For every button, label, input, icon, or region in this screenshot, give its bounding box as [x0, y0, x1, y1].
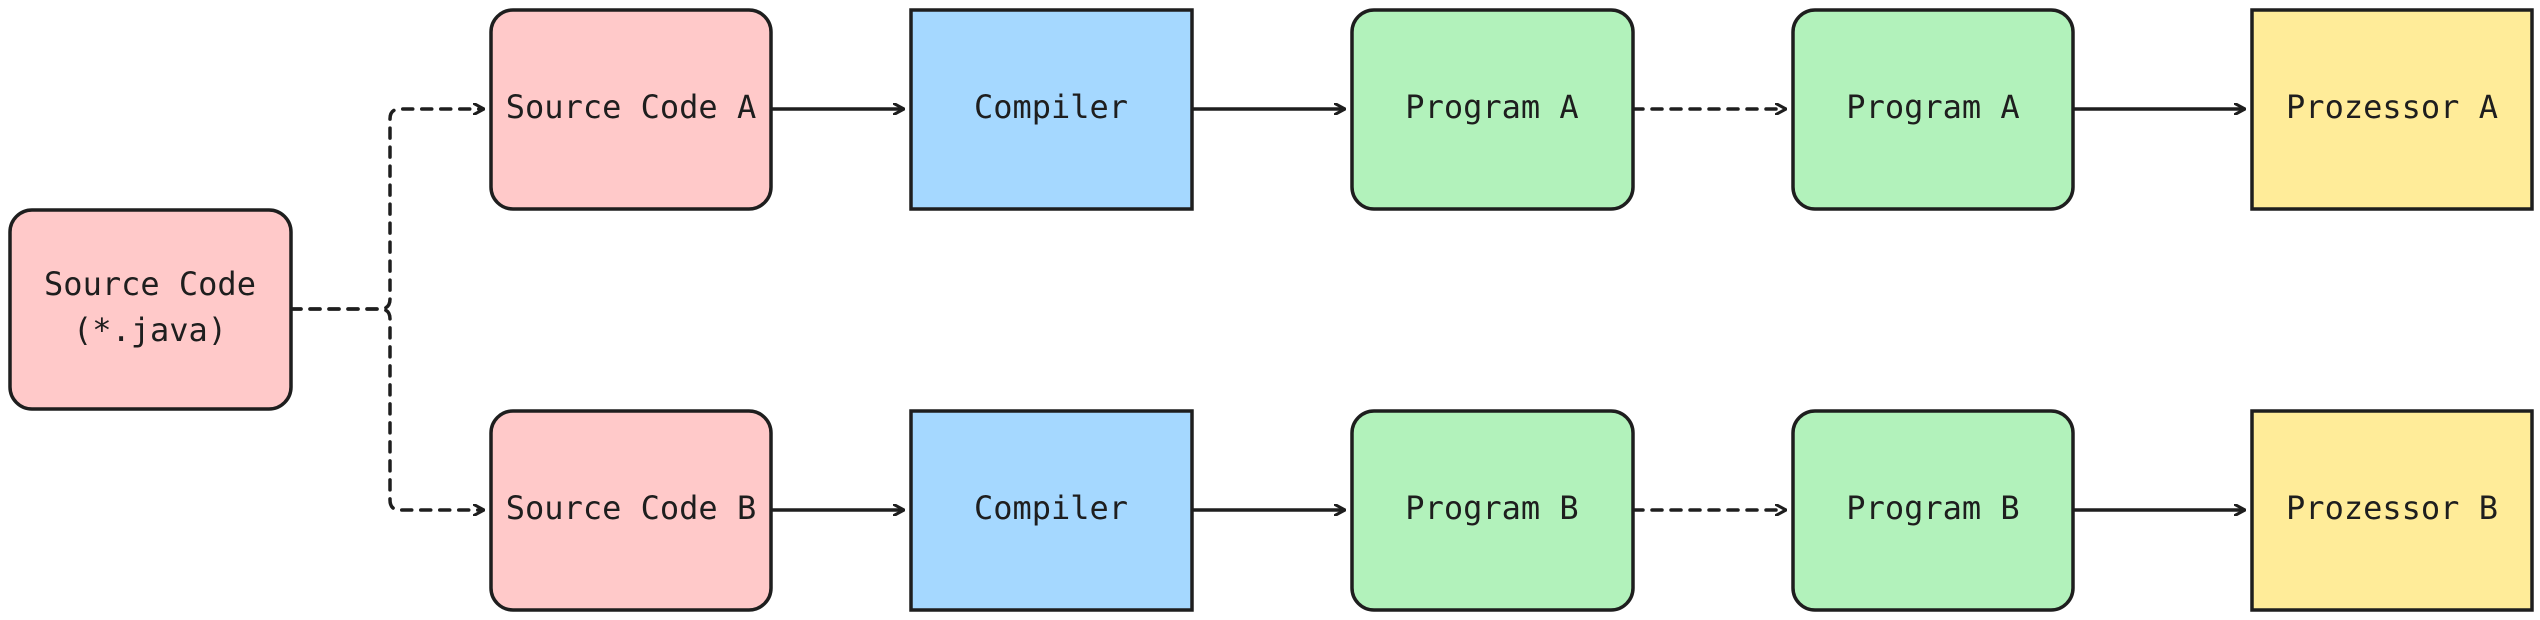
compiler-b-label: Compiler — [974, 489, 1128, 527]
node-processor-b: Prozessor B — [2250, 409, 2534, 612]
node-program-b2: Program B — [1791, 409, 2075, 612]
node-program-a1: Program A — [1350, 8, 1635, 211]
node-program-b1: Program B — [1350, 409, 1635, 612]
program-b2-box — [1791, 409, 2075, 612]
compiler-b-box — [909, 409, 1194, 612]
processor-b-box — [2250, 409, 2534, 612]
source-code-b-box — [489, 409, 773, 612]
program-a1-label: Program A — [1405, 88, 1578, 126]
source-code-root-line2: (*.java) — [73, 311, 227, 349]
program-a2-box — [1791, 8, 2075, 211]
compiler-a-label: Compiler — [974, 88, 1128, 126]
compiler-a-box — [909, 8, 1194, 211]
edge-source-to-source-b — [289, 307, 483, 510]
edge-source-to-source-a — [289, 109, 483, 311]
source-code-b-label: Source Code B — [506, 489, 756, 527]
source-code-a-box — [489, 8, 773, 211]
edges — [289, 109, 2244, 510]
processor-b-label: Prozessor B — [2286, 489, 2498, 527]
node-source-code-a: Source Code A — [489, 8, 773, 211]
processor-a-label: Prozessor A — [2286, 88, 2498, 126]
node-compiler-a: Compiler — [909, 8, 1194, 211]
node-compiler-b: Compiler — [909, 409, 1194, 612]
program-b2-label: Program B — [1846, 489, 2019, 527]
source-code-root-line1: Source Code — [44, 265, 256, 303]
program-b1-box — [1350, 409, 1635, 612]
node-processor-a: Prozessor A — [2250, 8, 2534, 211]
program-a2-label: Program A — [1846, 88, 2019, 126]
node-source-code-b: Source Code B — [489, 409, 773, 612]
source-code-a-label: Source Code A — [506, 88, 756, 126]
processor-a-box — [2250, 8, 2534, 211]
source-code-root-box — [8, 208, 293, 411]
node-program-a2: Program A — [1791, 8, 2075, 211]
program-a1-box — [1350, 8, 1635, 211]
node-source-code-root: Source Code (*.java) — [8, 208, 293, 411]
program-b1-label: Program B — [1405, 489, 1578, 527]
